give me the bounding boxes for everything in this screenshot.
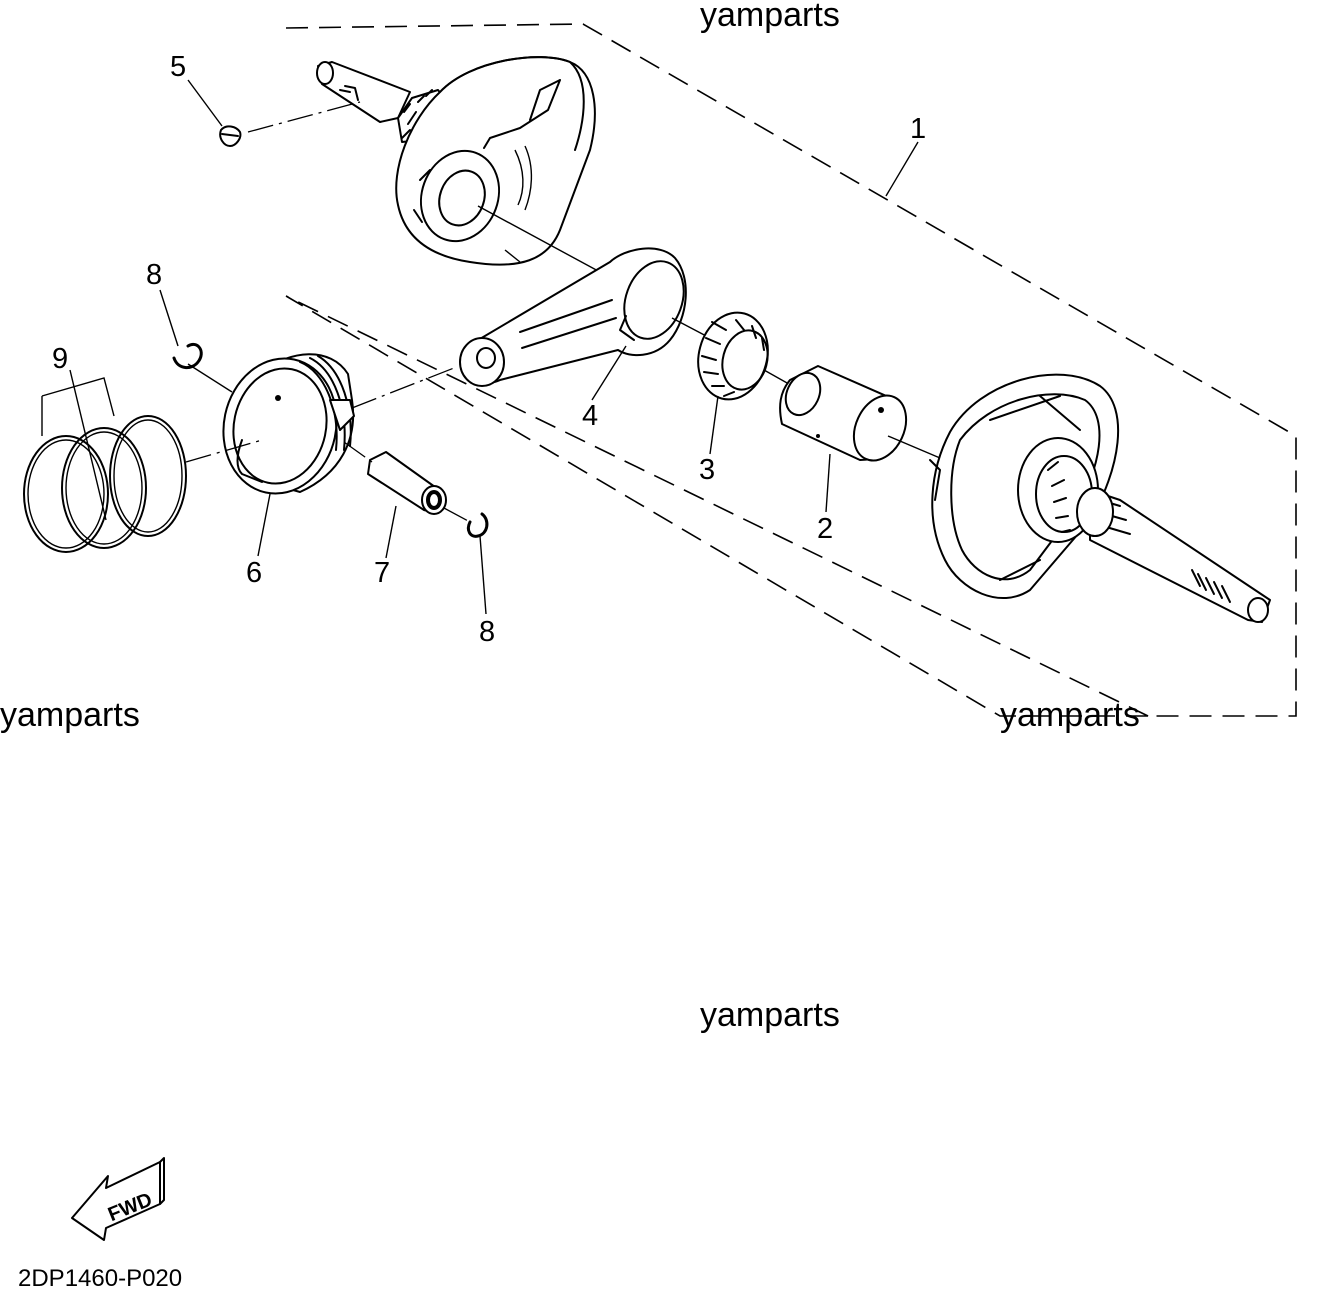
watermark-right: yamparts: [1000, 696, 1140, 734]
leader-2: [825, 453, 831, 513]
pin-to-piston-chain: [343, 441, 373, 463]
leader-8c: [187, 363, 233, 393]
diagram-code: 2DP1460-P020: [18, 1265, 182, 1292]
circlip-lower: [466, 512, 489, 538]
crank-pin: [779, 365, 908, 462]
leader-6: [257, 493, 271, 557]
leader-8a: [159, 289, 179, 347]
part-label-4: 4: [582, 400, 598, 432]
leader-3: [709, 395, 719, 455]
clip-chain-line: [443, 507, 471, 523]
leader-1: [885, 141, 919, 197]
watermark-left: yamparts: [0, 696, 140, 734]
woodruff-key: [219, 125, 242, 147]
needle-bearing: [697, 311, 769, 401]
part-label-3: 3: [699, 454, 715, 486]
leader-5: [187, 79, 223, 127]
part-label-2: 2: [817, 513, 833, 545]
center-chain-line: [477, 205, 601, 273]
right-crank-web: [929, 373, 1271, 623]
circlip-upper: [172, 343, 203, 369]
leader-9: [41, 369, 115, 521]
forward-arrow-icon: FWD: [71, 1157, 165, 1241]
piston-rings: [23, 415, 187, 553]
assembly-boundary: [285, 23, 1297, 717]
part-label-8-lower: 8: [479, 616, 495, 648]
watermark-top: yamparts: [700, 0, 840, 34]
key-chain-line: [247, 101, 361, 133]
left-crank-web: [316, 56, 596, 266]
part-label-7: 7: [374, 557, 390, 589]
ring-chain-line: [185, 439, 263, 463]
watermark-center: yamparts: [700, 996, 840, 1034]
pin-chain-line: [887, 435, 941, 459]
leader-7: [385, 505, 397, 559]
leader-8b: [479, 535, 487, 615]
piston-chain-line: [351, 367, 455, 409]
rod-chain-line: [671, 317, 711, 339]
part-label-5: 5: [170, 51, 186, 83]
piston-pin: [367, 451, 447, 515]
part-label-6: 6: [246, 557, 262, 589]
connecting-rod: [459, 247, 687, 387]
piston: [222, 353, 355, 495]
part-label-9: 9: [52, 343, 68, 375]
part-label-1: 1: [910, 113, 926, 145]
leader-4: [591, 345, 627, 401]
part-label-8-upper: 8: [146, 259, 162, 291]
